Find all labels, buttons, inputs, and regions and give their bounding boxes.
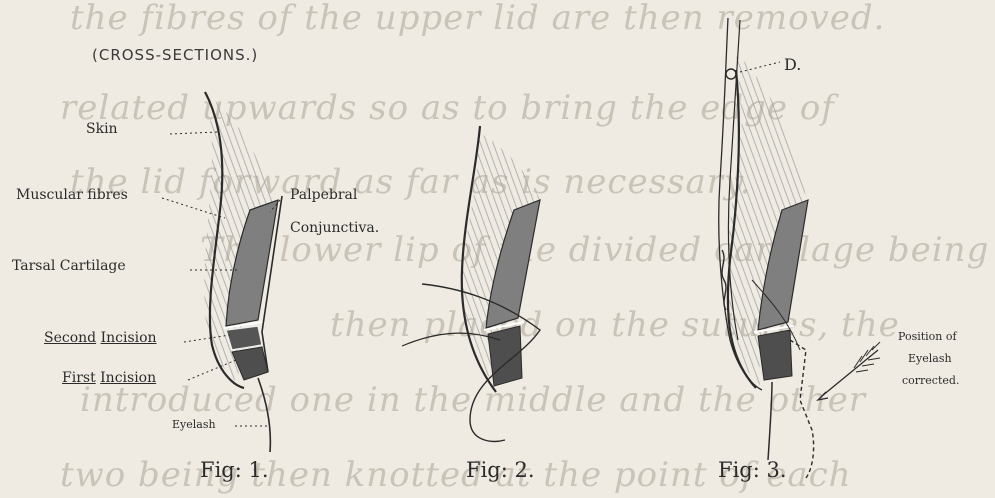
cross-sections-heading: (CROSS-SECTIONS.) <box>92 46 258 64</box>
label-position-of: Position of <box>898 330 957 343</box>
fig1-eyelash <box>258 378 270 452</box>
label-eyelash: Eyelash <box>172 418 216 431</box>
fig1-drawing <box>162 92 282 452</box>
label-d-marker: D. <box>784 55 801 74</box>
fig-3-caption: Fig: 3. <box>718 458 787 482</box>
fig-2-caption: Fig: 2. <box>466 458 535 482</box>
label-muscular-fibres: Muscular fibres <box>16 187 128 203</box>
fig3-lower-segment <box>758 330 792 380</box>
label-second-incision: Second Incision <box>44 330 157 346</box>
first-word: First <box>62 370 96 386</box>
incision-word: Incision <box>100 370 156 386</box>
label-palpebral: Palpebral <box>290 187 357 203</box>
fig3-drawing <box>719 18 880 478</box>
second-word: Second <box>44 330 96 346</box>
fig1-second-incision-segment <box>226 326 262 350</box>
label-conjunctiva: Conjunctiva. <box>290 220 379 236</box>
fig3-corrected-eyelash <box>790 340 814 478</box>
label-first-incision: First Incision <box>62 370 156 386</box>
label-skin: Skin <box>86 121 118 137</box>
eyelash-feather-icon <box>818 342 880 400</box>
fig2-drawing <box>402 126 540 441</box>
fig-1-caption: Fig: 1. <box>200 458 269 482</box>
label-tarsal-cartilage: Tarsal Cartilage <box>12 258 126 274</box>
incision-word: Incision <box>101 330 157 346</box>
label-position-eyelash: Eyelash <box>908 352 952 365</box>
fig2-lower-segment <box>488 326 522 386</box>
label-position-corrected: corrected. <box>902 374 959 387</box>
